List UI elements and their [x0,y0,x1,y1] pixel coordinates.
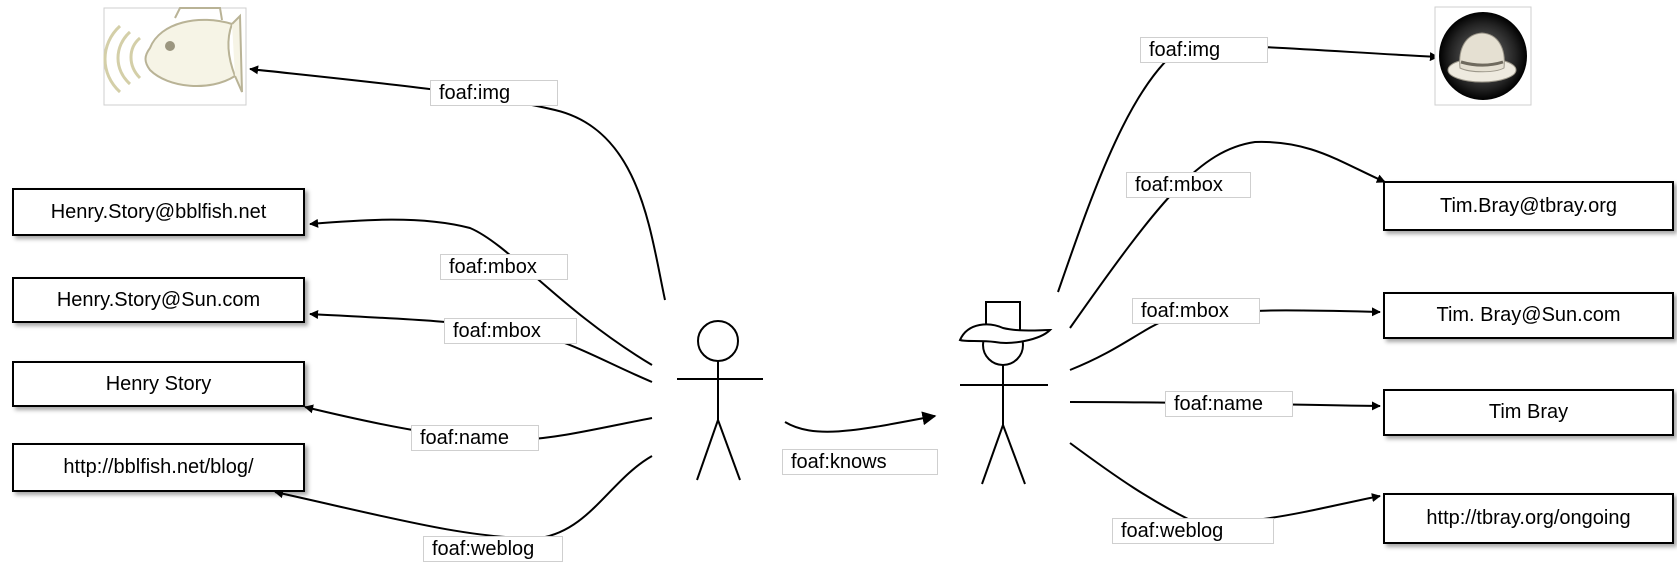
edge-label-right-mbox1: foaf:mbox [1126,172,1251,198]
edge-left-weblog [274,455,653,540]
stick-figure-cowboy-hat-icon [958,301,1053,485]
edge-label-left-img: foaf:img [430,80,558,106]
node-henry-mbox-sun: Henry.Story@Sun.com [12,277,305,323]
edge-label-knows: foaf:knows [782,449,938,475]
edge-label-right-img: foaf:img [1140,37,1268,63]
hat-avatar-icon [1434,6,1532,106]
edge-label-left-weblog: foaf:weblog [423,536,563,562]
node-tim-name: Tim Bray [1383,389,1674,436]
edge-right-img [1057,43,1439,293]
edge-label-left-name: foaf:name [411,425,539,451]
node-henry-weblog: http://bblfish.net/blog/ [12,443,305,492]
edge-label-right-mbox2: foaf:mbox [1132,298,1260,324]
node-tim-weblog: http://tbray.org/ongoing [1383,493,1674,544]
edge-knows [784,411,937,433]
edge-label-right-weblog: foaf:weblog [1112,518,1274,544]
edge-right-weblog [1069,442,1381,523]
node-henry-mbox-bblfish: Henry.Story@bblfish.net [12,188,305,236]
node-tim-mbox-sun: Tim. Bray@Sun.com [1383,292,1674,339]
edge-label-right-name: foaf:name [1165,391,1293,417]
fish-logo-icon [103,7,247,106]
edge-label-left-mbox1: foaf:mbox [440,254,568,280]
stick-figure-icon [677,320,763,481]
edge-left-img [249,65,666,301]
node-henry-name: Henry Story [12,361,305,407]
node-tim-mbox-tbray: Tim.Bray@tbray.org [1383,181,1674,231]
edge-left-mbox1 [309,218,653,366]
edge-label-left-mbox2: foaf:mbox [444,318,577,344]
edge-right-mbox1 [1069,140,1386,329]
